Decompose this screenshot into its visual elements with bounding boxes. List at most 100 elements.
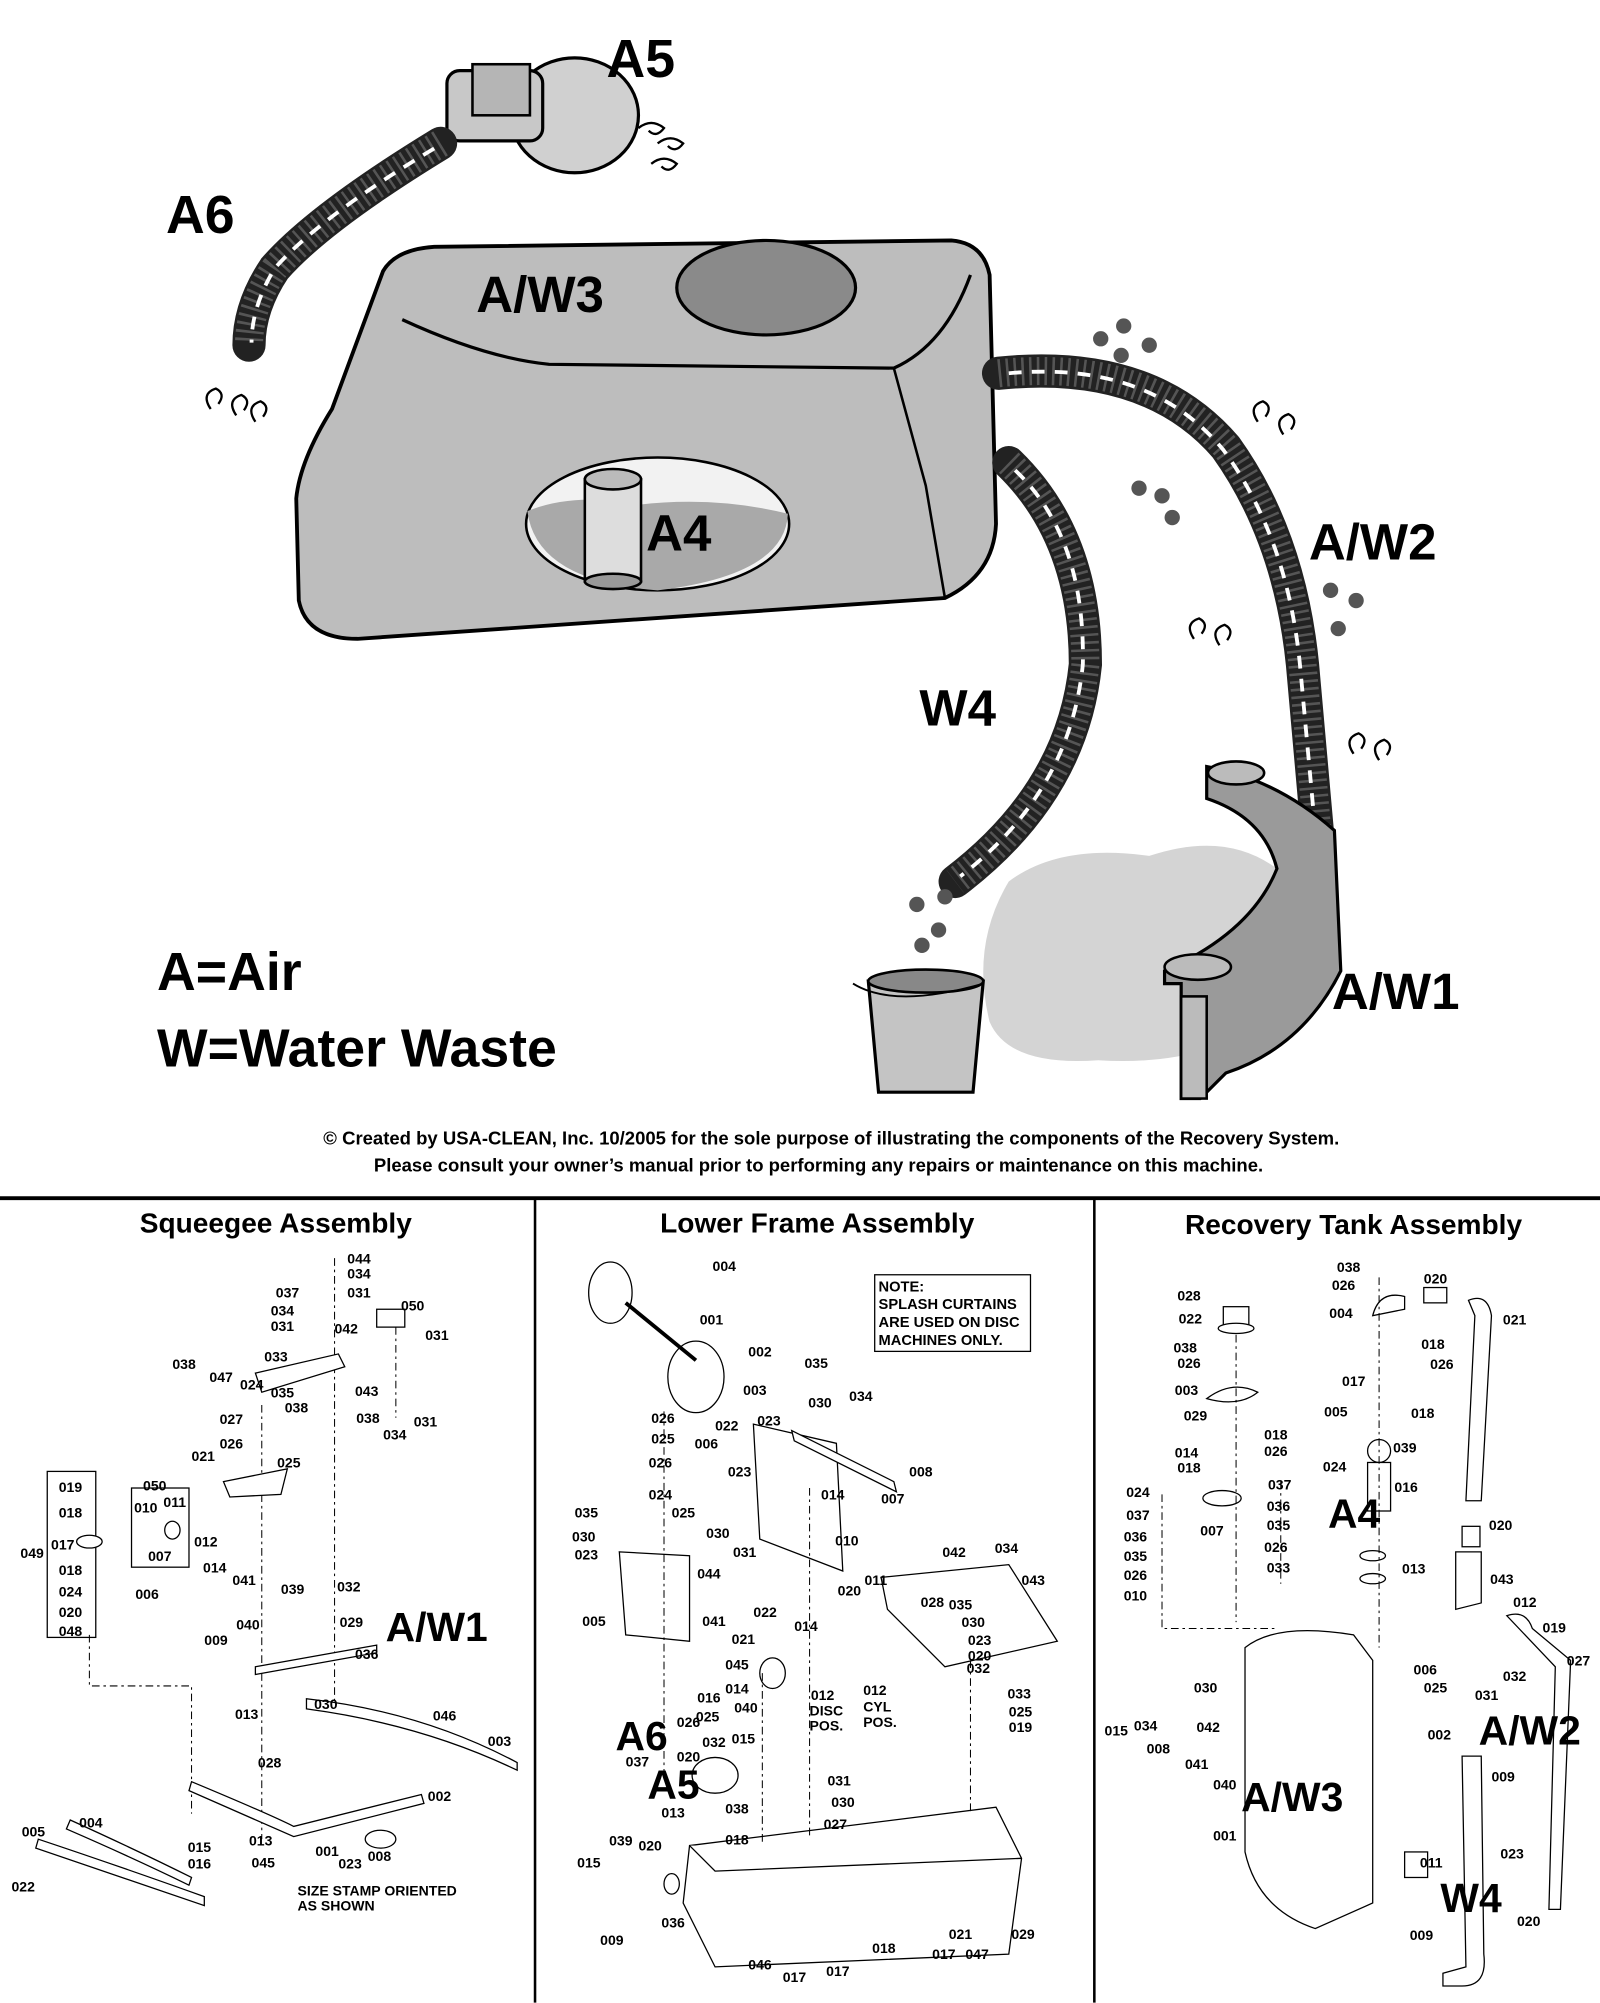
- part-number-label: 027: [1567, 1653, 1591, 1669]
- part-number-label: 016: [188, 1856, 212, 1872]
- part-number-label: 025: [1009, 1704, 1033, 1720]
- part-number-label: 026: [649, 1455, 673, 1471]
- waste-bucket: [852, 968, 985, 1094]
- part-number-label: 005: [22, 1824, 46, 1840]
- part-number-label: 031: [347, 1285, 371, 1301]
- label-aw1: A/W1: [1332, 963, 1460, 1020]
- part-number-label: 011: [864, 1572, 887, 1588]
- part-number-label: 024: [240, 1377, 264, 1393]
- note-line: NOTE:: [879, 1279, 925, 1295]
- part-number-label: 021: [949, 1926, 973, 1942]
- part-number-label: 042: [335, 1321, 359, 1337]
- part-number-label: 048: [59, 1623, 83, 1639]
- part-number-label: 029: [1011, 1926, 1035, 1942]
- part-number-label: 017: [1342, 1373, 1366, 1389]
- note-line: MACHINES ONLY.: [879, 1333, 1003, 1349]
- part-number-label: 027: [824, 1816, 848, 1832]
- part-number-label: 021: [1503, 1312, 1527, 1328]
- part-number-label: 036: [661, 1914, 685, 1930]
- disclaimer-line: Please consult your owner’s manual prior…: [374, 1154, 1263, 1175]
- part-number-label: 025: [696, 1709, 720, 1725]
- part-number-label: 006: [695, 1435, 719, 1451]
- hose-aw2: [981, 354, 1335, 854]
- part-number-label: 020: [1424, 1271, 1448, 1287]
- part-number-label: 031: [425, 1327, 449, 1343]
- part-number-label: 012: [194, 1534, 218, 1550]
- part-number-label: 047: [965, 1946, 989, 1962]
- part-number-label: 018: [59, 1562, 83, 1578]
- part-number-label: 007: [148, 1548, 172, 1564]
- part-number-label: 022: [753, 1604, 777, 1620]
- part-number-label: 026: [1124, 1567, 1148, 1583]
- part-number-label: 037: [1126, 1507, 1150, 1523]
- part-number-label: 033: [1267, 1559, 1291, 1575]
- part-number-label: 019: [1009, 1719, 1033, 1735]
- part-number-label: 020: [677, 1748, 701, 1764]
- part-number-label: 043: [355, 1383, 379, 1399]
- part-number-label: 002: [748, 1343, 772, 1359]
- part-number-label: 037: [276, 1285, 300, 1301]
- hose-w4: [938, 446, 1102, 899]
- part-number-label: 038: [1174, 1340, 1198, 1356]
- part-number-label: 017: [783, 1969, 807, 1985]
- part-number-label: 003: [743, 1382, 767, 1398]
- part-number-label: 025: [672, 1504, 696, 1520]
- sublabel-pos: POS.: [863, 1714, 897, 1730]
- part-number-label: 026: [1264, 1443, 1288, 1459]
- note-box: [874, 1274, 1032, 1353]
- note-line: ARE USED ON DISC: [879, 1315, 1020, 1331]
- part-number-label: 040: [734, 1700, 758, 1716]
- part-number-label: 018: [1421, 1336, 1445, 1352]
- part-number-label: 021: [192, 1448, 216, 1464]
- part-number-label: 014: [203, 1559, 227, 1575]
- part-number-label: 040: [1213, 1776, 1237, 1792]
- callout-a5: A5: [647, 1761, 699, 1807]
- part-number-label: 043: [1022, 1572, 1046, 1588]
- recovery-tank: [294, 238, 998, 641]
- part-number-label: 035: [271, 1384, 295, 1400]
- part-number-label: 036: [355, 1646, 379, 1662]
- part-number-label: 015: [577, 1854, 601, 1870]
- part-number-label: 023: [757, 1412, 781, 1428]
- squeegee-tool: [1162, 760, 1343, 1101]
- part-number-label: 039: [1393, 1439, 1417, 1455]
- note-line: SIZE STAMP ORIENTED: [298, 1882, 457, 1898]
- callout-a6: A6: [615, 1713, 667, 1759]
- panel-title: Recovery Tank Assembly: [1185, 1209, 1522, 1240]
- label-a5: A5: [607, 29, 676, 89]
- tank-top-seam: [401, 274, 972, 370]
- part-number-label: 014: [794, 1618, 818, 1634]
- part-number-label: 047: [209, 1369, 233, 1385]
- part-number-label: 038: [356, 1410, 380, 1426]
- part-number-label: 010: [835, 1532, 859, 1548]
- part-number-label: 009: [204, 1632, 228, 1648]
- part-number-label: 044: [697, 1566, 721, 1582]
- part-number-label: 028: [921, 1594, 945, 1610]
- part-number-label: 003: [1175, 1382, 1199, 1398]
- part-number-label: 042: [942, 1544, 966, 1560]
- part-number-label: 034: [995, 1540, 1019, 1556]
- recovery-illustration: A5 A6 A/W3 A4 A/W2 W4 A/W1 A=Air W=Water…: [157, 29, 1459, 1175]
- part-number-label: 039: [281, 1581, 305, 1597]
- part-number-label: 018: [1411, 1405, 1435, 1421]
- part-number-label: 035: [1267, 1517, 1291, 1533]
- legend-water: W=Water Waste: [157, 1019, 557, 1079]
- note-line: AS SHOWN: [298, 1898, 375, 1914]
- part-number-label: 026: [1332, 1277, 1356, 1293]
- sublabel-pos: POS.: [810, 1718, 844, 1734]
- part-number-label: 035: [804, 1355, 828, 1371]
- part-number-label: 028: [258, 1755, 282, 1771]
- tank-side-seam: [892, 367, 947, 599]
- part-number-label: 023: [575, 1547, 599, 1563]
- callout-a4: A4: [1328, 1491, 1381, 1537]
- part-number-label: 022: [1179, 1310, 1203, 1326]
- tank-lid-opening: [675, 238, 858, 337]
- lower-frame-exploded-drawing: [588, 1261, 1059, 1968]
- part-number-label: 008: [909, 1464, 933, 1480]
- part-number-label: 001: [700, 1312, 724, 1328]
- label-w4: W4: [919, 680, 996, 737]
- part-number-label: 031: [1475, 1687, 1499, 1703]
- part-number-label: 015: [732, 1730, 756, 1746]
- panel-recovery-tank-assembly: Recovery Tank Assembly A4 A/W2 A/W3 W4 0…: [1105, 1209, 1591, 1987]
- part-number-label: 014: [821, 1487, 845, 1503]
